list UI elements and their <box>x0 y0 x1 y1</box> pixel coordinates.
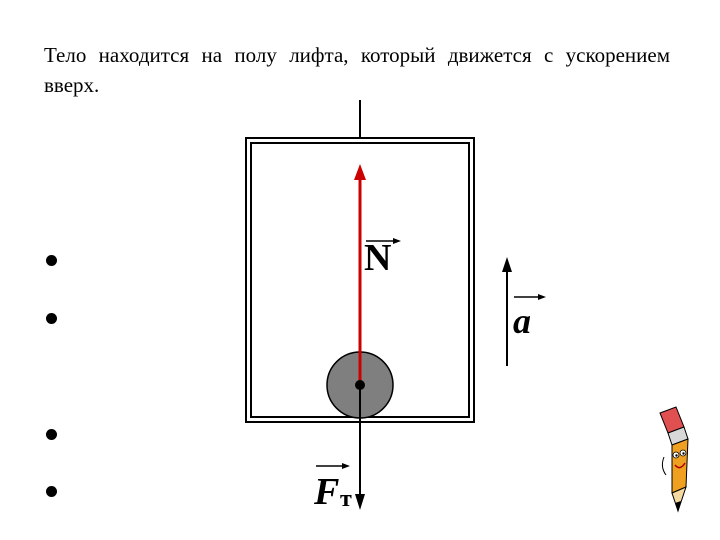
gravity-force-arrowhead <box>355 494 365 510</box>
normal-force-label: N <box>364 237 392 279</box>
normal-force-arrowhead <box>354 164 366 180</box>
acceleration-label: a <box>513 301 531 341</box>
bullet-2 <box>46 313 57 324</box>
problem-text: Тело находится на полу лифта, который дв… <box>44 43 670 97</box>
body-center-dot <box>355 380 365 390</box>
gravity-force-label: F <box>314 471 340 513</box>
bullet-1 <box>46 255 57 266</box>
acceleration-arrowhead <box>502 257 512 272</box>
bullet-3 <box>46 429 57 440</box>
bullet-4 <box>46 486 57 497</box>
gravity-force-subscript: т <box>340 486 352 512</box>
pencil-mascot-icon <box>659 406 689 513</box>
